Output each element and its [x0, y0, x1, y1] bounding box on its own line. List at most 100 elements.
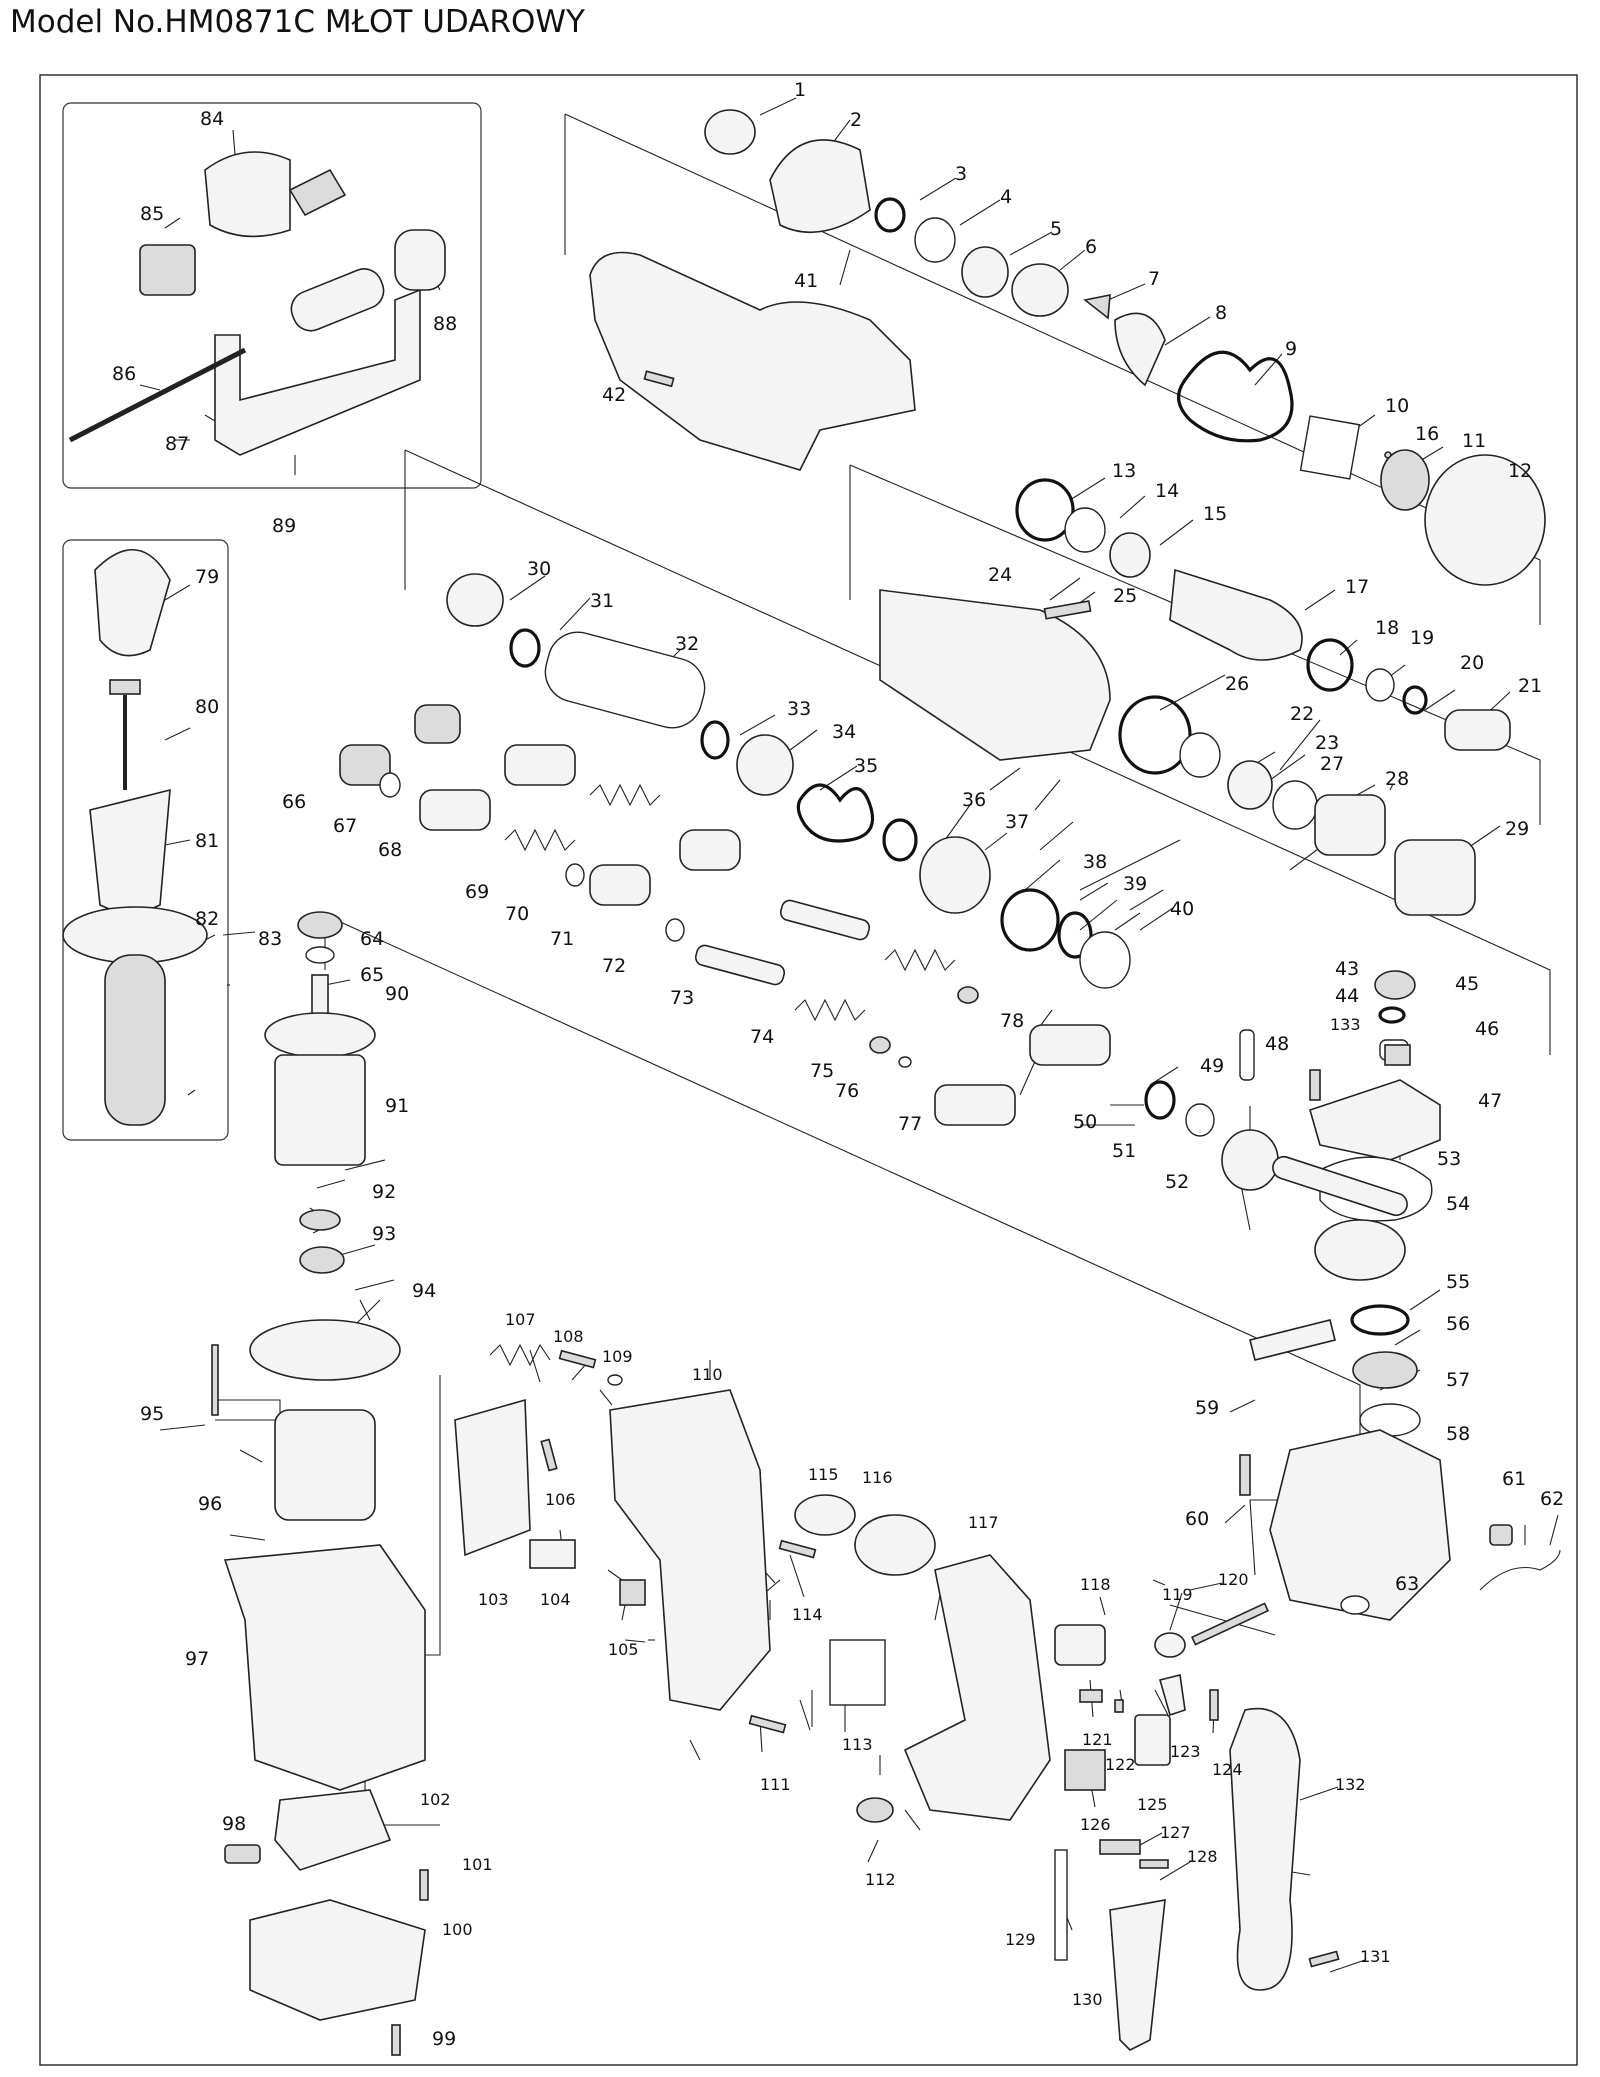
handle-83	[104, 954, 166, 1126]
callout-108: 108	[553, 1327, 584, 1346]
ring-11	[1380, 449, 1430, 511]
gasket-116	[854, 1514, 936, 1576]
pin-73	[694, 944, 786, 986]
callout-72: 72	[602, 955, 626, 977]
callout-116: 116	[862, 1468, 893, 1487]
switch-118	[1054, 1624, 1106, 1666]
sleeve-29	[1394, 839, 1476, 916]
callout-82: 82	[195, 908, 219, 930]
clip-105	[619, 1579, 646, 1606]
callout-122: 122	[1105, 1755, 1136, 1774]
callout-88: 88	[433, 313, 457, 335]
crank-housing-58	[1269, 1429, 1451, 1621]
callout-69: 69	[465, 881, 489, 903]
sleeve-34	[736, 734, 794, 796]
pin-49	[1239, 1029, 1255, 1081]
callout-21: 21	[1518, 675, 1542, 697]
handle-117	[903, 1554, 1051, 1821]
washer-19	[1365, 668, 1395, 702]
callout-91: 91	[385, 1095, 409, 1117]
callout-77: 77	[898, 1113, 922, 1135]
callout-58: 58	[1446, 1423, 1470, 1445]
band-84	[204, 151, 291, 238]
callout-27: 27	[1320, 753, 1344, 775]
callout-94: 94	[412, 1280, 436, 1302]
baffle-94	[249, 1319, 401, 1381]
clip-59	[1249, 1319, 1336, 1361]
callout-109: 109	[602, 1347, 633, 1366]
callout-75: 75	[810, 1060, 834, 1082]
screw-124	[1209, 1689, 1219, 1721]
sleeve-71	[589, 864, 651, 906]
callout-99: 99	[432, 2028, 456, 2050]
plug-112	[856, 1797, 894, 1823]
washer-40	[1079, 931, 1131, 989]
callout-28: 28	[1385, 768, 1409, 790]
spring-74b	[884, 948, 956, 972]
cylinder-upper	[504, 744, 576, 786]
callout-101: 101	[462, 1855, 493, 1874]
piston-78	[1029, 1024, 1111, 1066]
callout-19: 19	[1410, 627, 1434, 649]
callout-127: 127	[1160, 1823, 1191, 1842]
grip-88	[394, 229, 446, 291]
callout-2: 2	[850, 109, 862, 131]
damper-119	[1154, 1632, 1186, 1658]
callout-4: 4	[1000, 186, 1012, 208]
callout-103: 103	[478, 1590, 509, 1609]
screw-131	[1308, 1950, 1340, 1968]
screw-108	[558, 1349, 597, 1369]
callout-131: 131	[1360, 1947, 1391, 1966]
guard-130	[1109, 1899, 1166, 2051]
callout-87: 87	[165, 433, 189, 455]
callout-56: 56	[1446, 1313, 1470, 1335]
callout-95: 95	[140, 1403, 164, 1425]
oring-31	[509, 628, 541, 668]
callout-62: 62	[1540, 1488, 1564, 1510]
callout-124: 124	[1212, 1760, 1243, 1779]
holder-37	[919, 836, 991, 914]
callout-14: 14	[1155, 480, 1179, 502]
callout-65: 65	[360, 964, 384, 986]
callout-123: 123	[1170, 1742, 1201, 1761]
housing-41	[589, 251, 916, 471]
block-80	[109, 679, 141, 695]
sleeve-6	[1011, 263, 1069, 317]
callout-76: 76	[835, 1080, 859, 1102]
piston-77	[934, 1084, 1016, 1126]
callout-120: 120	[1218, 1570, 1249, 1589]
callout-67: 67	[333, 815, 357, 837]
callout-73: 73	[670, 987, 694, 1009]
callout-85: 85	[140, 203, 164, 225]
spring-69	[504, 828, 576, 852]
spring-107	[489, 1343, 551, 1367]
callout-92: 92	[372, 1181, 396, 1203]
screw-114	[778, 1539, 817, 1559]
tube-32	[544, 631, 706, 729]
armature-91	[274, 1054, 366, 1166]
callout-24: 24	[988, 564, 1012, 586]
callout-46: 46	[1475, 1018, 1499, 1040]
gear-54	[1314, 1219, 1406, 1281]
bearing-5	[961, 246, 1009, 298]
oring-70	[565, 863, 585, 887]
grip-box	[62, 539, 229, 1141]
callout-10: 10	[1385, 395, 1409, 417]
gear-90	[264, 1012, 376, 1058]
sleeve-upper	[679, 829, 741, 871]
washer-63	[1340, 1595, 1370, 1615]
callout-61: 61	[1502, 1468, 1526, 1490]
callout-68: 68	[378, 839, 402, 861]
sleeve-81	[89, 788, 171, 914]
callout-labels: 1 2 3 4 5 6 7 8 9 10 11 12 13 14 15 16 1…	[112, 79, 1564, 2050]
cord-129	[1054, 1849, 1068, 1961]
screw-60	[1239, 1454, 1251, 1496]
callout-100: 100	[442, 1920, 473, 1939]
callout-102: 102	[420, 1790, 451, 1809]
callout-49: 49	[1200, 1055, 1224, 1077]
cap-115	[794, 1494, 856, 1536]
callout-31: 31	[590, 590, 614, 612]
oring-44	[1378, 1006, 1406, 1024]
washer-4	[914, 217, 956, 263]
